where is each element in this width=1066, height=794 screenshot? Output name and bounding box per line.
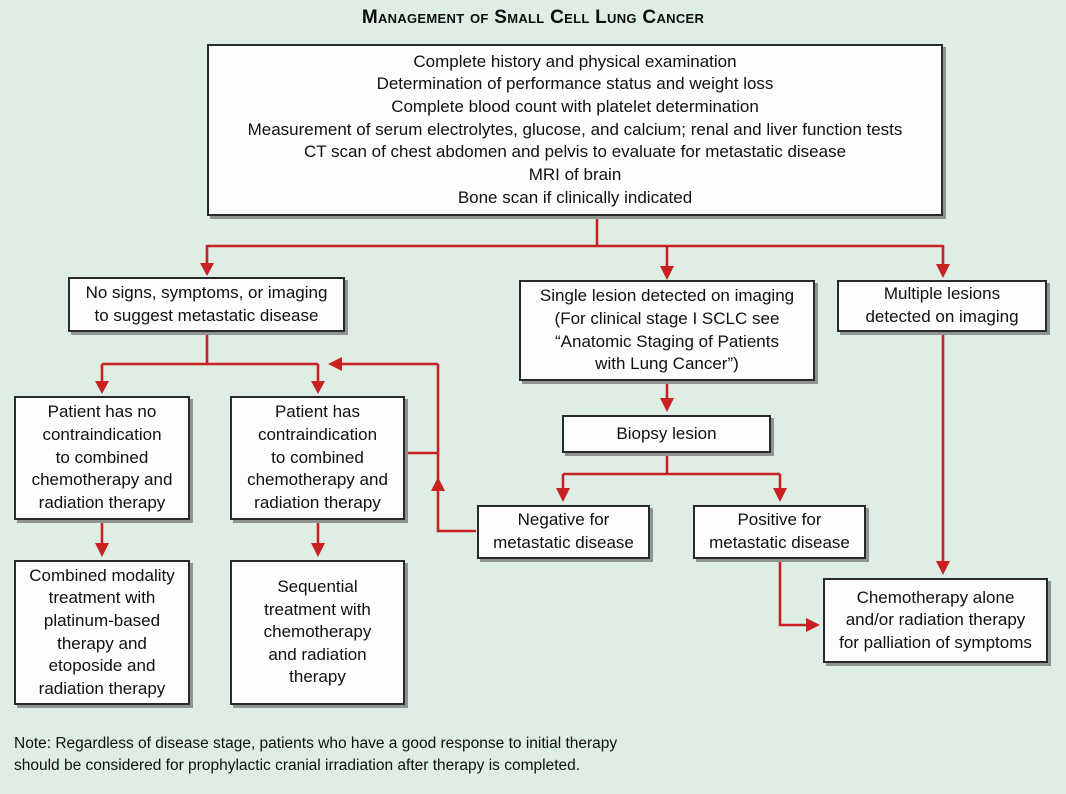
box-no-contraindication: Patient has no contraindication to combi… xyxy=(14,396,190,520)
box-initial-workup: Complete history and physical examinatio… xyxy=(207,44,943,216)
box-palliation-therapy: Chemotherapy alone and/or radiation ther… xyxy=(823,578,1048,663)
box-negative-metastatic: Negative for metastatic disease xyxy=(477,505,650,559)
box-positive-metastatic: Positive for metastatic disease xyxy=(693,505,866,559)
box-no-signs-metastatic: No signs, symptoms, or imaging to sugges… xyxy=(68,277,345,332)
page-title: Management of Small Cell Lung Cancer xyxy=(361,7,705,28)
box-combined-modality-treatment: Combined modality treatment with platinu… xyxy=(14,560,190,705)
footnote: Note: Regardless of disease stage, patie… xyxy=(14,735,618,775)
box-contraindication: Patient has contraindication to combined… xyxy=(230,396,405,520)
box-single-lesion: Single lesion detected on imaging (For c… xyxy=(519,280,815,381)
box-sequential-treatment: Sequential treatment with chemotherapy a… xyxy=(230,560,405,705)
box-biopsy-lesion: Biopsy lesion xyxy=(562,415,771,453)
box-multiple-lesions: Multiple lesions detected on imaging xyxy=(837,280,1047,332)
